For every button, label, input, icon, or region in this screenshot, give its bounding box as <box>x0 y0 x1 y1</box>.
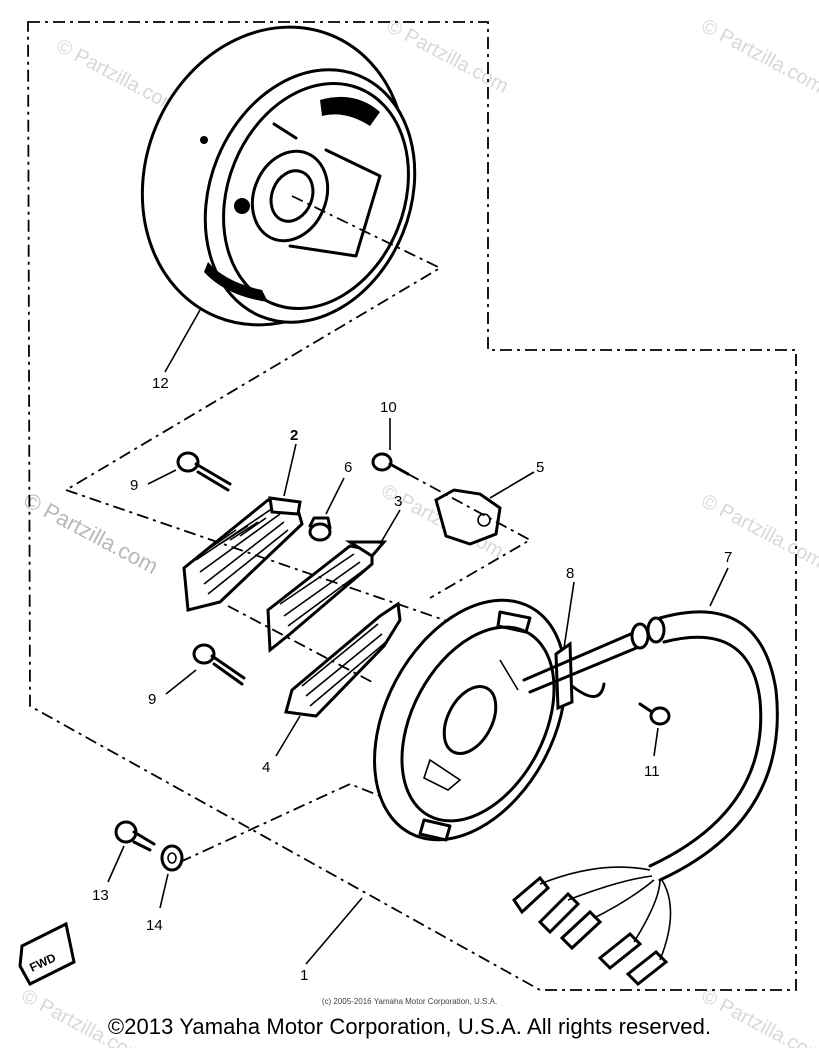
callout-2: 2 <box>290 427 298 444</box>
small-credit-line: (c) 2005-2016 Yamaha Motor Corporation, … <box>321 997 498 1006</box>
pickup-coil-5 <box>434 488 502 546</box>
assembly-boundary <box>27 21 797 991</box>
spacer-6 <box>308 516 332 542</box>
coil-alignment-line <box>65 489 451 623</box>
leader-8 <box>563 581 575 649</box>
screw-11 <box>638 702 671 726</box>
leader-9 <box>147 469 177 485</box>
callout-6: 6 <box>344 459 352 476</box>
watermark-text: © Partzilla.com <box>20 487 163 579</box>
flywheel-axis-line <box>65 195 442 491</box>
callout-12: 12 <box>152 375 169 392</box>
screw-10 <box>371 452 410 476</box>
coil-alignment-line <box>227 605 373 683</box>
stator-coil-2 <box>182 496 304 612</box>
leader-12 <box>164 309 201 373</box>
callout-11: 11 <box>644 763 660 780</box>
watermark-text: © Partzilla.com <box>383 15 512 98</box>
watermark-text: © Partzilla.com <box>698 490 819 573</box>
callout-5: 5 <box>536 459 544 476</box>
copyright-notice: ©2013 Yamaha Motor Corporation, U.S.A. A… <box>107 1014 712 1039</box>
leader-7 <box>709 567 729 607</box>
callout-13: 13 <box>92 887 109 904</box>
callout-9-upper: 9 <box>130 477 138 494</box>
washer-14 <box>160 844 184 872</box>
watermarks: © Partzilla.com © Partzilla.com © Partzi… <box>18 15 819 1048</box>
screw-13 <box>114 820 156 852</box>
wire-harness-7 <box>512 610 779 987</box>
callout-14: 14 <box>146 917 163 934</box>
stator-base-plate <box>373 598 567 842</box>
callout-9-lower: 9 <box>148 691 156 708</box>
callout-3: 3 <box>394 493 402 510</box>
leader-2 <box>283 443 297 497</box>
leader-3 <box>379 509 401 545</box>
leader-5 <box>489 471 535 499</box>
callout-1: 1 <box>300 967 308 984</box>
forward-direction-marker: FWD <box>18 921 76 986</box>
callout-8: 8 <box>566 565 574 582</box>
screw-alignment-line <box>179 783 381 863</box>
stator-coil-3 <box>266 540 388 654</box>
callout-4: 4 <box>262 759 270 776</box>
stator-coil-4 <box>284 601 402 718</box>
screw-9-upper <box>176 451 232 492</box>
watermark-text: © Partzilla.com <box>53 35 182 118</box>
watermark-text: © Partzilla.com <box>698 15 819 98</box>
screw-9-lower <box>192 643 246 686</box>
callout-10: 10 <box>380 399 397 416</box>
flywheel-rotor <box>140 25 417 327</box>
leader-4 <box>275 715 301 757</box>
leader-14 <box>159 873 169 909</box>
leader-1 <box>305 897 363 965</box>
leader-9 <box>165 669 197 695</box>
leader-6 <box>325 477 345 515</box>
leader-11 <box>653 727 659 757</box>
callout-7: 7 <box>724 549 732 566</box>
leader-13 <box>107 845 125 883</box>
